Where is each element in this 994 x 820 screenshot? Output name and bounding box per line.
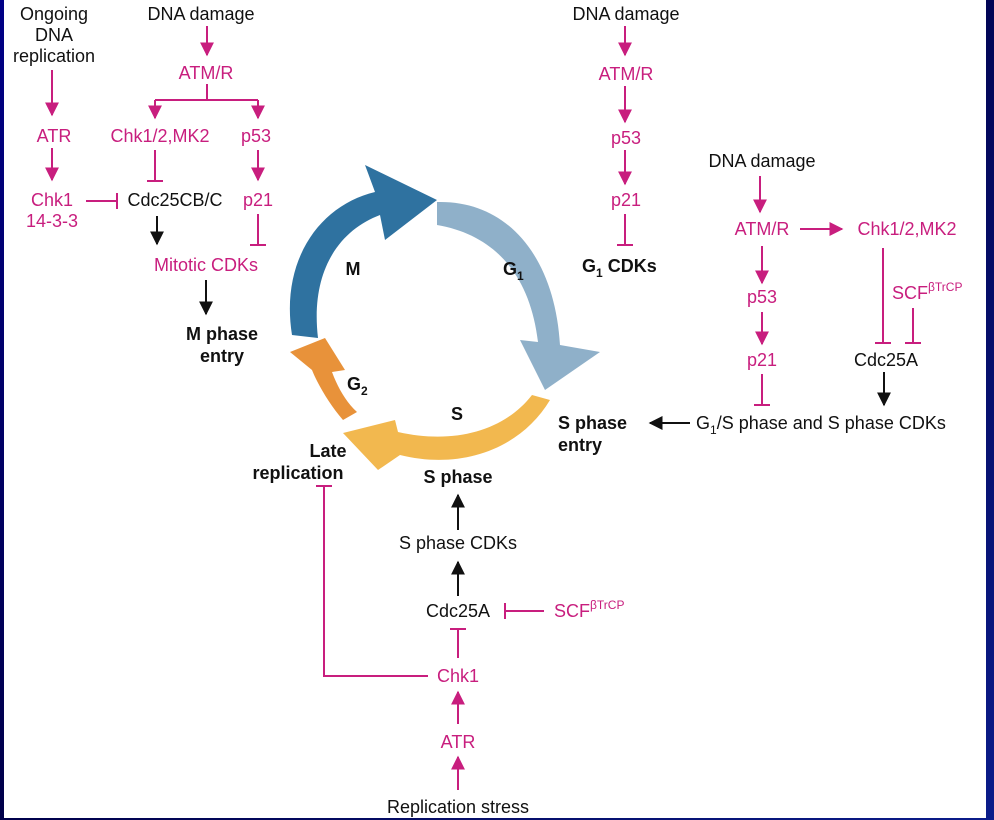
g2-phase-label: G2 bbox=[347, 374, 368, 398]
g2-phase-arc bbox=[290, 338, 357, 420]
g1s-and-s-phase-cdks: G1/S phase and S phase CDKs bbox=[696, 413, 946, 437]
late-replication-2: replication bbox=[252, 463, 343, 483]
g1-p53: p53 bbox=[611, 128, 641, 148]
bottom-pathway-connectors bbox=[316, 485, 544, 790]
right-dna-damage: DNA damage bbox=[708, 151, 815, 171]
right-scf: SCFβTrCP bbox=[892, 280, 962, 303]
m-phase-entry-1: M phase bbox=[186, 324, 258, 344]
bottom-scf: SCFβTrCP bbox=[554, 598, 624, 621]
m-phase-entry-2: entry bbox=[200, 346, 244, 366]
left-chk12mk2: Chk1/2,MK2 bbox=[110, 126, 209, 146]
s-phase-entry-1: S phase bbox=[558, 413, 627, 433]
g1-p21: p21 bbox=[611, 190, 641, 210]
bottom-cdc25a: Cdc25A bbox=[426, 601, 490, 621]
left-atr: ATR bbox=[37, 126, 72, 146]
left-atmr: ATM/R bbox=[179, 63, 234, 83]
right-pathway-connectors bbox=[753, 176, 921, 406]
s-phase-arc bbox=[343, 395, 550, 470]
g1-dna-damage: DNA damage bbox=[572, 4, 679, 24]
mitotic-cdks: Mitotic CDKs bbox=[154, 255, 258, 275]
right-p53: p53 bbox=[747, 287, 777, 307]
ongoing-replication-label-2: DNA bbox=[35, 25, 73, 45]
bottom-chk1: Chk1 bbox=[437, 666, 479, 686]
right-p21: p21 bbox=[747, 350, 777, 370]
left-chk1: Chk1 bbox=[31, 190, 73, 210]
left-cdc25cbc: Cdc25CB/C bbox=[127, 190, 222, 210]
s-phase-entry-2: entry bbox=[558, 435, 602, 455]
g1-pathway-connectors bbox=[617, 26, 633, 246]
late-replication-1: Late bbox=[309, 441, 346, 461]
g1-phase-arc bbox=[437, 201, 600, 390]
m-phase-label: M bbox=[346, 259, 361, 279]
left-14-3-3: 14-3-3 bbox=[26, 211, 78, 231]
g1-phase-label: G1 bbox=[503, 259, 524, 283]
cell-cycle-wheel bbox=[289, 165, 600, 470]
left-p21: p21 bbox=[243, 190, 273, 210]
right-chk12mk2: Chk1/2,MK2 bbox=[857, 219, 956, 239]
right-atmr: ATM/R bbox=[735, 219, 790, 239]
ongoing-replication-label-3: replication bbox=[13, 46, 95, 66]
right-pathway-black-arrows bbox=[648, 372, 891, 430]
s-phase-cdks: S phase CDKs bbox=[399, 533, 517, 553]
cell-cycle-checkpoint-diagram: M G1 S G2 Ongoing DNA replication DNA da… bbox=[13, 4, 962, 817]
left-p53: p53 bbox=[241, 126, 271, 146]
ongoing-replication-label-1: Ongoing bbox=[20, 4, 88, 24]
s-phase-label-bottom: S phase bbox=[423, 467, 492, 487]
g1-atmr: ATM/R bbox=[599, 64, 654, 84]
bottom-atr: ATR bbox=[441, 732, 476, 752]
m-phase-arc bbox=[289, 165, 437, 338]
left-dna-damage: DNA damage bbox=[147, 4, 254, 24]
replication-stress: Replication stress bbox=[387, 797, 529, 817]
g1-cdks: G1 CDKs bbox=[582, 256, 657, 280]
s-phase-label: S bbox=[451, 404, 463, 424]
left-pathway-connectors bbox=[45, 26, 266, 246]
left-pathway-black-arrows bbox=[150, 216, 213, 316]
right-cdc25a: Cdc25A bbox=[854, 350, 918, 370]
diagram-panel: M G1 S G2 Ongoing DNA replication DNA da… bbox=[4, 0, 986, 818]
